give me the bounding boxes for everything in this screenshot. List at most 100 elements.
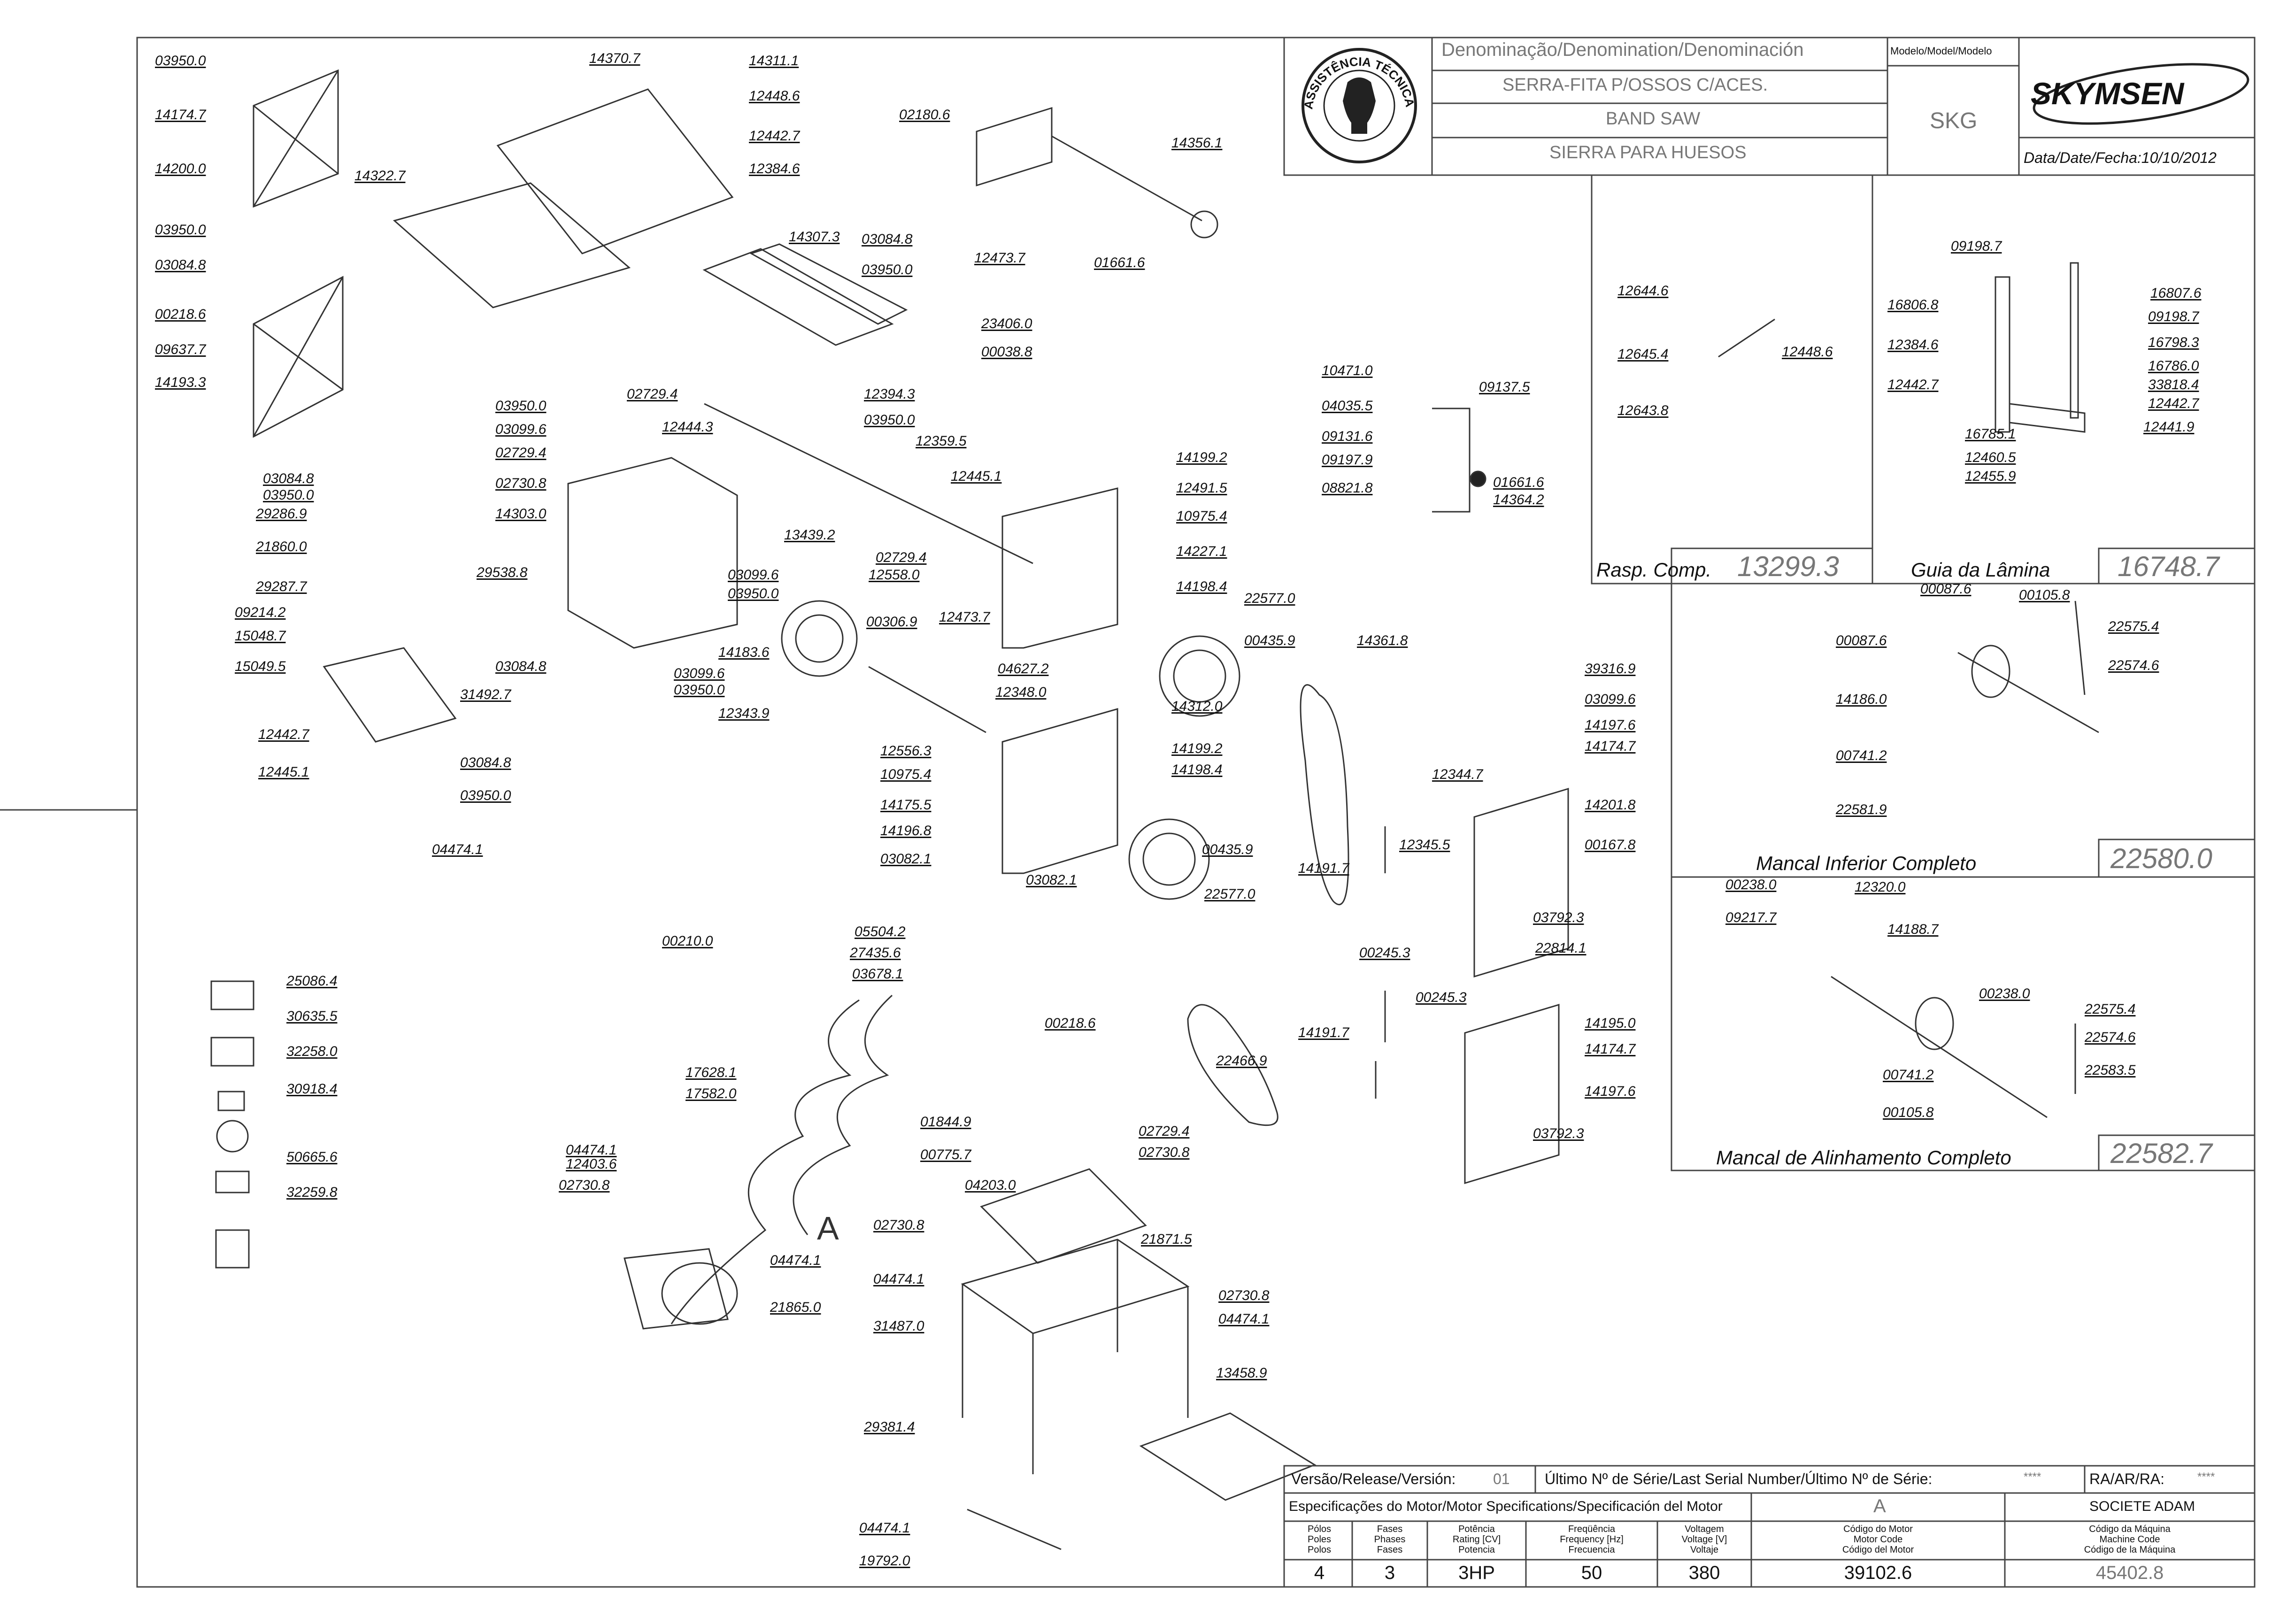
part-number-label: 14191.7 [1298,861,1349,876]
part-number-label: 03792.3 [1533,1126,1584,1141]
part-number-label: 00245.3 [1416,990,1467,1005]
part-number-label: 14200.0 [155,161,206,177]
part-number-label: 21871.5 [1141,1231,1192,1247]
part-number-label: 12491.5 [1176,480,1227,496]
part-number-label: 04474.1 [432,842,483,857]
part-number-label: 12442.7 [1887,377,1939,393]
part-number-label: 23406.0 [981,316,1032,331]
part-number-label: 14201.8 [1585,797,1636,813]
subassembly-name-rasp: Rasp. Comp. [1596,559,1712,581]
part-number-label: 00741.2 [1836,748,1887,763]
part-number-label: 16806.8 [1887,297,1939,313]
part-number-label: 14303.0 [495,506,547,522]
part-number-label: 04474.1 [566,1142,617,1158]
part-number-label: 31492.7 [460,687,511,702]
part-number-label: 22583.5 [2085,1062,2136,1078]
motor-letter: A [1873,1496,1886,1516]
part-number-label: 22577.0 [1244,591,1295,606]
part-number-label: 22574.6 [2085,1030,2136,1045]
part-number-label: 12394.3 [864,386,915,402]
col-power-header: Potência Rating [CV] Potencia [1452,1524,1501,1555]
part-number-label: 14198.4 [1171,762,1223,777]
part-number-label: 02730.8 [495,476,547,491]
part-number-label: 15048.7 [235,628,286,644]
part-number-label: 12473.7 [974,250,1025,266]
col-motor-code-header: Código do Motor Motor Code Código del Mo… [1842,1524,1914,1555]
part-number-label: 17582.0 [685,1086,737,1101]
part-number-label: 12442.7 [749,128,800,144]
subassembly-name-mancal-alinhamento: Mancal de Alinhamento Completo [1716,1147,2011,1169]
part-number-label: 14195.0 [1585,1016,1636,1031]
part-number-label: 08821.8 [1322,480,1373,496]
part-number-label: 03084.8 [460,755,511,770]
part-number-label: 21865.0 [770,1300,821,1315]
part-number-label: 00167.8 [1585,837,1636,853]
model-header: Modelo/Model/Modelo [1890,45,1992,57]
part-number-label: 14193.3 [155,375,206,390]
drawing-linework [210,69,2099,1550]
part-number-label: 00105.8 [2019,587,2070,603]
part-number-label: 16786.0 [2148,358,2199,374]
ra-label: RA/AR/RA: [2089,1470,2165,1487]
part-number-label: 09217.7 [1725,910,1777,925]
version-value: 01 [1493,1470,1510,1487]
part-number-label: 14322.7 [354,168,406,184]
part-number-label: 12442.7 [258,727,309,742]
serial-value: **** [2024,1470,2041,1483]
part-number-label: 29381.4 [864,1419,915,1435]
part-number-label: 30635.5 [286,1008,338,1024]
part-number-label: 02729.4 [876,550,927,565]
part-number-label: 12384.6 [749,161,800,177]
part-number-label: 22575.4 [2085,1001,2136,1017]
part-number-label: 17628.1 [685,1065,737,1080]
part-number-label: 50665.6 [286,1149,338,1165]
part-number-label: 03950.0 [674,682,725,698]
part-number-label: 14183.6 [718,645,770,660]
part-number-label: 14311.1 [749,53,799,69]
part-number-label: 03099.6 [1585,692,1636,707]
part-number-label: 00435.9 [1202,842,1253,857]
part-number-label: 02729.4 [627,386,678,402]
part-number-label: 12455.9 [1965,469,2016,484]
part-number-label: 00238.0 [1979,986,2030,1001]
part-number-label: 00775.7 [920,1147,971,1162]
part-number-label: 29286.9 [256,506,307,522]
frequency-value: 50 [1581,1562,1602,1583]
part-number-label: 14361.8 [1357,633,1408,648]
part-number-label: 09197.9 [1322,452,1373,468]
part-number-label: 22577.0 [1204,886,1255,902]
part-number-label: 04203.0 [965,1178,1016,1193]
part-number-label: 12320.0 [1855,879,1906,895]
motor-spec-label: Especificações do Motor/Motor Specificat… [1289,1499,1723,1514]
part-number-label: 03950.0 [495,398,547,414]
part-number-label: 22581.9 [1836,802,1887,817]
part-number-label: 14174.7 [155,107,206,123]
part-number-label: 14227.1 [1176,544,1227,559]
part-number-label: 13439.2 [784,527,835,543]
title-header: Denominação/Denomination/Denominación [1441,39,1804,60]
part-number-label: 16798.3 [2148,335,2199,350]
part-number-label: 12384.6 [1887,337,1939,353]
part-number-label: 13458.9 [1216,1365,1267,1381]
part-number-label: 04474.1 [859,1520,910,1536]
part-number-label: 03950.0 [862,262,913,277]
part-number-label: 14186.0 [1836,692,1887,707]
part-number-label: 00210.0 [662,933,713,949]
part-number-label: 09198.7 [1951,239,2002,254]
part-number-label: 03950.0 [460,788,511,803]
part-number-label: 33818.4 [2148,377,2199,393]
motor-letter-callout: A [817,1210,839,1247]
power-value: 3HP [1458,1562,1495,1583]
part-number-label: 14364.2 [1493,492,1544,508]
part-number-label: 00218.6 [1045,1016,1096,1031]
part-number-label: 12445.1 [951,469,1002,484]
part-number-label: 03099.6 [674,666,725,681]
part-number-label: 14307.3 [789,229,840,245]
part-number-label: 31487.0 [873,1318,924,1334]
model-code: SKG [1930,108,1978,133]
part-number-label: 39316.9 [1585,661,1636,677]
part-number-label: 27435.6 [850,945,901,961]
part-number-label: 14191.7 [1298,1025,1349,1040]
part-number-label: 14174.7 [1585,1041,1636,1057]
